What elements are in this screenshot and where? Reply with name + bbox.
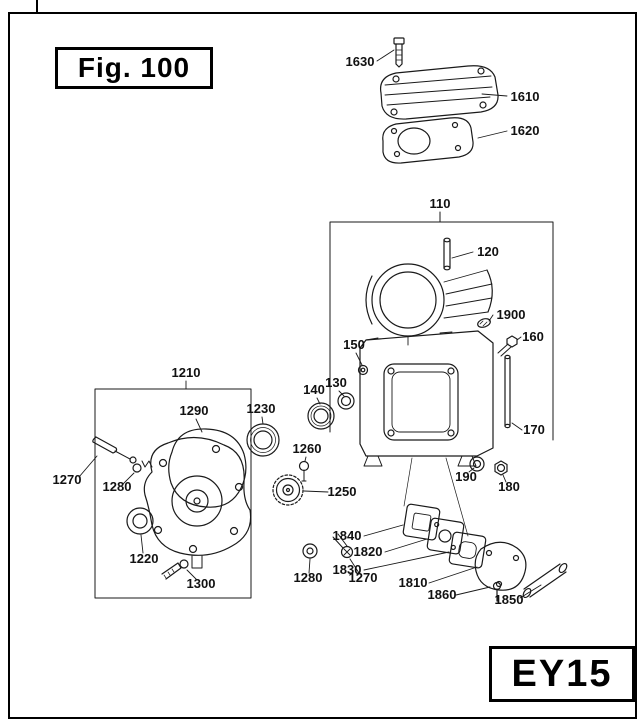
page-border [8, 12, 637, 719]
part-label-1300: 1300 [187, 576, 216, 591]
part-label-1900: 1900 [497, 307, 526, 322]
screw-1270 [332, 533, 354, 559]
part-label-1820: 1820 [354, 544, 383, 559]
part-label-170: 170 [523, 422, 545, 437]
cover-gasket-1290 [168, 428, 247, 508]
part-label-150: 150 [343, 337, 365, 352]
part-label-1850: 1850 [495, 592, 524, 607]
bolt-1300 [161, 559, 189, 580]
part-label-1630: 1630 [346, 54, 375, 69]
breather-pipe-1850 [522, 562, 568, 599]
bolt-160 [497, 335, 518, 357]
model-code-box: EY15 [489, 646, 635, 702]
part-label-1250: 1250 [328, 484, 357, 499]
breather-gasket-1830 [448, 531, 487, 569]
bolt-1260 [298, 460, 310, 482]
part-label-160: 160 [522, 329, 544, 344]
cylinder-block-110 [359, 263, 494, 467]
oil-seal-1220 [126, 507, 154, 535]
part-label-140: 140 [303, 382, 325, 397]
governor-gear-1250 [272, 474, 304, 506]
part-label-1830: 1830 [333, 562, 362, 577]
ring-130 [337, 392, 355, 410]
part-label-1270-a: 1270 [53, 472, 82, 487]
part-label-1610: 1610 [511, 89, 540, 104]
part-label-180: 180 [498, 479, 520, 494]
main-bearing-cover [143, 436, 252, 569]
figure-number-box: Fig. 100 [55, 47, 213, 89]
part-label-130: 130 [325, 375, 347, 390]
part-label-1270-b: 1270 [349, 570, 378, 585]
part-1900 [477, 318, 491, 328]
part-label-1290: 1290 [180, 403, 209, 418]
breather-cover-1810 [474, 541, 527, 591]
ring-190 [469, 456, 485, 472]
part-label-110: 110 [430, 196, 451, 211]
part-label-1620: 1620 [511, 123, 540, 138]
cylinder-head-1610 [379, 65, 499, 120]
washer-1280 [302, 543, 318, 559]
part-label-1840: 1840 [333, 528, 362, 543]
part-label-1280-b: 1280 [294, 570, 323, 585]
leader-lines [78, 49, 542, 599]
part-label-1260: 1260 [293, 441, 322, 456]
model-code: EY15 [511, 652, 613, 695]
head-bolt-1630 [393, 37, 405, 68]
part-label-1230: 1230 [247, 401, 276, 416]
governor-arm-1270 [92, 436, 137, 464]
spring-1280 [132, 460, 153, 473]
head-gasket-1620 [382, 117, 474, 164]
part-label-190: 190 [455, 469, 477, 484]
part-label-1210: 1210 [172, 365, 201, 380]
block-group-frame [329, 211, 554, 441]
part-label-120: 120 [477, 244, 499, 259]
part-label-1280-a: 1280 [103, 479, 132, 494]
part-label-1810: 1810 [399, 575, 428, 590]
part-labels: 1630 1610 1620 110 120 1900 160 150 130 … [53, 54, 545, 607]
stud-170 [504, 354, 511, 429]
exploded-alignment-lines [403, 457, 469, 537]
part-150 [357, 364, 369, 376]
registration-tick [36, 0, 38, 13]
figure-number: Fig. 100 [77, 52, 191, 83]
part-label-1220: 1220 [130, 551, 159, 566]
part-label-1860: 1860 [428, 587, 457, 602]
plug-180 [494, 460, 508, 476]
bolt-1860 [492, 581, 502, 602]
stud-120 [443, 237, 451, 271]
cover-group-frame [94, 388, 252, 599]
bearing-1230 [246, 423, 280, 457]
bearing-140 [307, 402, 335, 430]
breather-gasket-1840 [402, 503, 441, 541]
